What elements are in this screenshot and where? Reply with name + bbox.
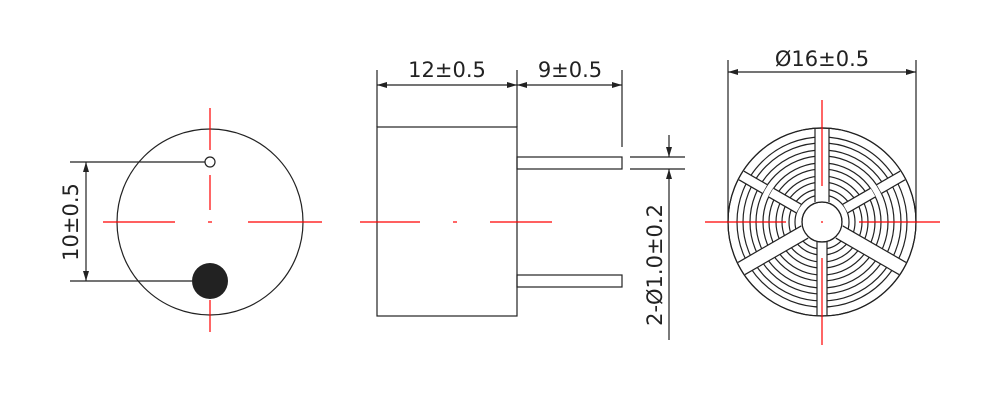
diameter-label: Ø16±0.5 xyxy=(775,47,869,71)
body-length-label: 12±0.5 xyxy=(408,58,486,82)
pin-bottom xyxy=(516,274,623,288)
grille-stroke xyxy=(738,171,768,194)
centerline xyxy=(705,100,940,345)
pin-spacing-label: 10±0.5 xyxy=(59,183,83,261)
grille-stroke xyxy=(835,225,907,275)
grille-stroke xyxy=(744,237,809,276)
grille-stroke xyxy=(738,179,763,194)
grille-stroke xyxy=(881,179,906,194)
grille-stroke xyxy=(801,201,843,243)
grille-stroke xyxy=(768,188,802,213)
pin-length-label: 9±0.5 xyxy=(538,58,602,82)
grille-stroke xyxy=(842,225,907,263)
top-view: Ø16±0.5 xyxy=(705,47,940,345)
grille-stroke xyxy=(737,225,802,263)
grille-stroke xyxy=(876,170,901,186)
grille-stroke xyxy=(743,170,768,186)
grille-stroke xyxy=(835,237,900,276)
grille-stroke xyxy=(847,196,876,214)
grille-stroke xyxy=(842,188,876,213)
grille-stroke xyxy=(768,196,797,214)
grille-stroke xyxy=(842,187,871,205)
bottom-view: 10±0.5 xyxy=(59,108,322,332)
centerline xyxy=(103,108,322,332)
negative-pin-hole xyxy=(204,156,216,168)
grille-stroke xyxy=(773,187,802,205)
positive-pin-mark xyxy=(192,263,228,299)
side-view: 12±0.5 9±0.5 2-Ø1.0±0.2 xyxy=(360,58,685,340)
pin-top xyxy=(516,156,623,170)
grille-stroke xyxy=(876,171,906,194)
grille-stroke xyxy=(737,225,809,275)
pin-diameter-label: 2-Ø1.0±0.2 xyxy=(643,204,667,326)
